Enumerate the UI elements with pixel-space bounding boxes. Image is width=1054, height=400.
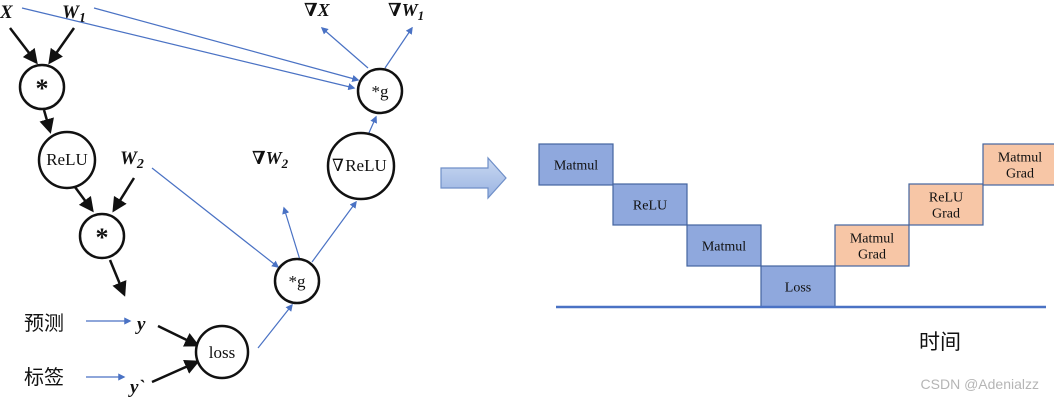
svg-text:*g: *g — [372, 82, 390, 101]
edge-mul2-to-y — [108, 259, 127, 297]
input-w1-label: W1 — [62, 2, 86, 26]
svg-text:*: * — [36, 74, 49, 103]
edge-w2-to-mulg2 — [151, 167, 280, 268]
nabla-icon: ∇ — [388, 0, 402, 20]
input-w2-label: W2 — [120, 148, 144, 172]
svg-text:loss: loss — [209, 343, 235, 362]
edge-mulg2-to-gw2 — [282, 206, 301, 261]
timeline-block-label: Matmul — [554, 159, 598, 174]
nabla-icon: ∇ — [332, 156, 344, 175]
mul2-node: * — [78, 212, 126, 260]
edge-ytrue-to-loss — [151, 360, 200, 384]
relu-node: ReLU — [37, 130, 97, 190]
timeline-block-1: Matmul — [538, 143, 614, 186]
timeline-block-label: Matmul — [702, 240, 746, 255]
edge-w1-to-mul1 — [48, 27, 76, 65]
loss-node: loss — [194, 324, 250, 380]
timeline-block-2: ReLU — [612, 183, 688, 226]
edge-mul1-to-relu — [39, 109, 54, 134]
edge-relugrad-to-mulg1 — [367, 115, 377, 136]
timeline-block-label: ReLU — [633, 199, 667, 214]
svg-text:ReLU: ReLU — [345, 156, 387, 175]
edge-x-to-mulg1 — [21, 7, 356, 91]
svg-text:*: * — [96, 223, 109, 252]
input-x-label: X — [0, 2, 14, 23]
mulg1-node: *g — [356, 67, 404, 115]
timeline-block-label: Loss — [785, 281, 811, 296]
nabla-icon: ∇ — [304, 0, 318, 20]
time-axis-label: 时间 — [919, 330, 961, 354]
mulg2-node: *g — [273, 257, 321, 305]
relu-grad-node: ∇ ReLU — [326, 131, 396, 201]
timeline-block-4: Loss — [760, 265, 836, 308]
edge-x-to-mul1 — [9, 27, 38, 65]
mul1-node: * — [18, 63, 66, 111]
svg-text:ReLU: ReLU — [46, 150, 88, 169]
forward-graph: X W1 W2 y y` * ReLU * loss 预测 标签 — [0, 2, 250, 398]
grad-w1-label: ∇W1 — [388, 0, 424, 23]
y-pred-label: y — [135, 314, 146, 335]
grad-w2-label: ∇W2 — [252, 148, 289, 171]
backward-graph: *g ∇ ReLU *g ∇X ∇W1 ∇W2 — [21, 0, 424, 381]
edge-w1-to-mulg1 — [93, 7, 360, 82]
edge-mulg2-to-relugrad — [311, 200, 357, 263]
grad-x-label: ∇X — [304, 0, 331, 20]
watermark: CSDN @Adenialzz — [921, 376, 1039, 392]
edge-loss-to-mulg2 — [257, 303, 293, 349]
edge-mulg1-to-gx — [320, 27, 369, 69]
svg-text:*g: *g — [289, 272, 307, 291]
big-right-arrow-icon — [440, 156, 507, 200]
edge-w2-to-mul2 — [112, 177, 136, 213]
timeline-block-3: Matmul — [686, 224, 762, 267]
y-true-label: y` — [128, 377, 145, 398]
prediction-label: 预测 — [24, 311, 64, 335]
label-label: 标签 — [24, 365, 64, 389]
edge-y-to-loss — [157, 324, 200, 347]
nabla-icon: ∇ — [252, 148, 266, 168]
edge-mulg1-to-gw1 — [384, 26, 413, 69]
